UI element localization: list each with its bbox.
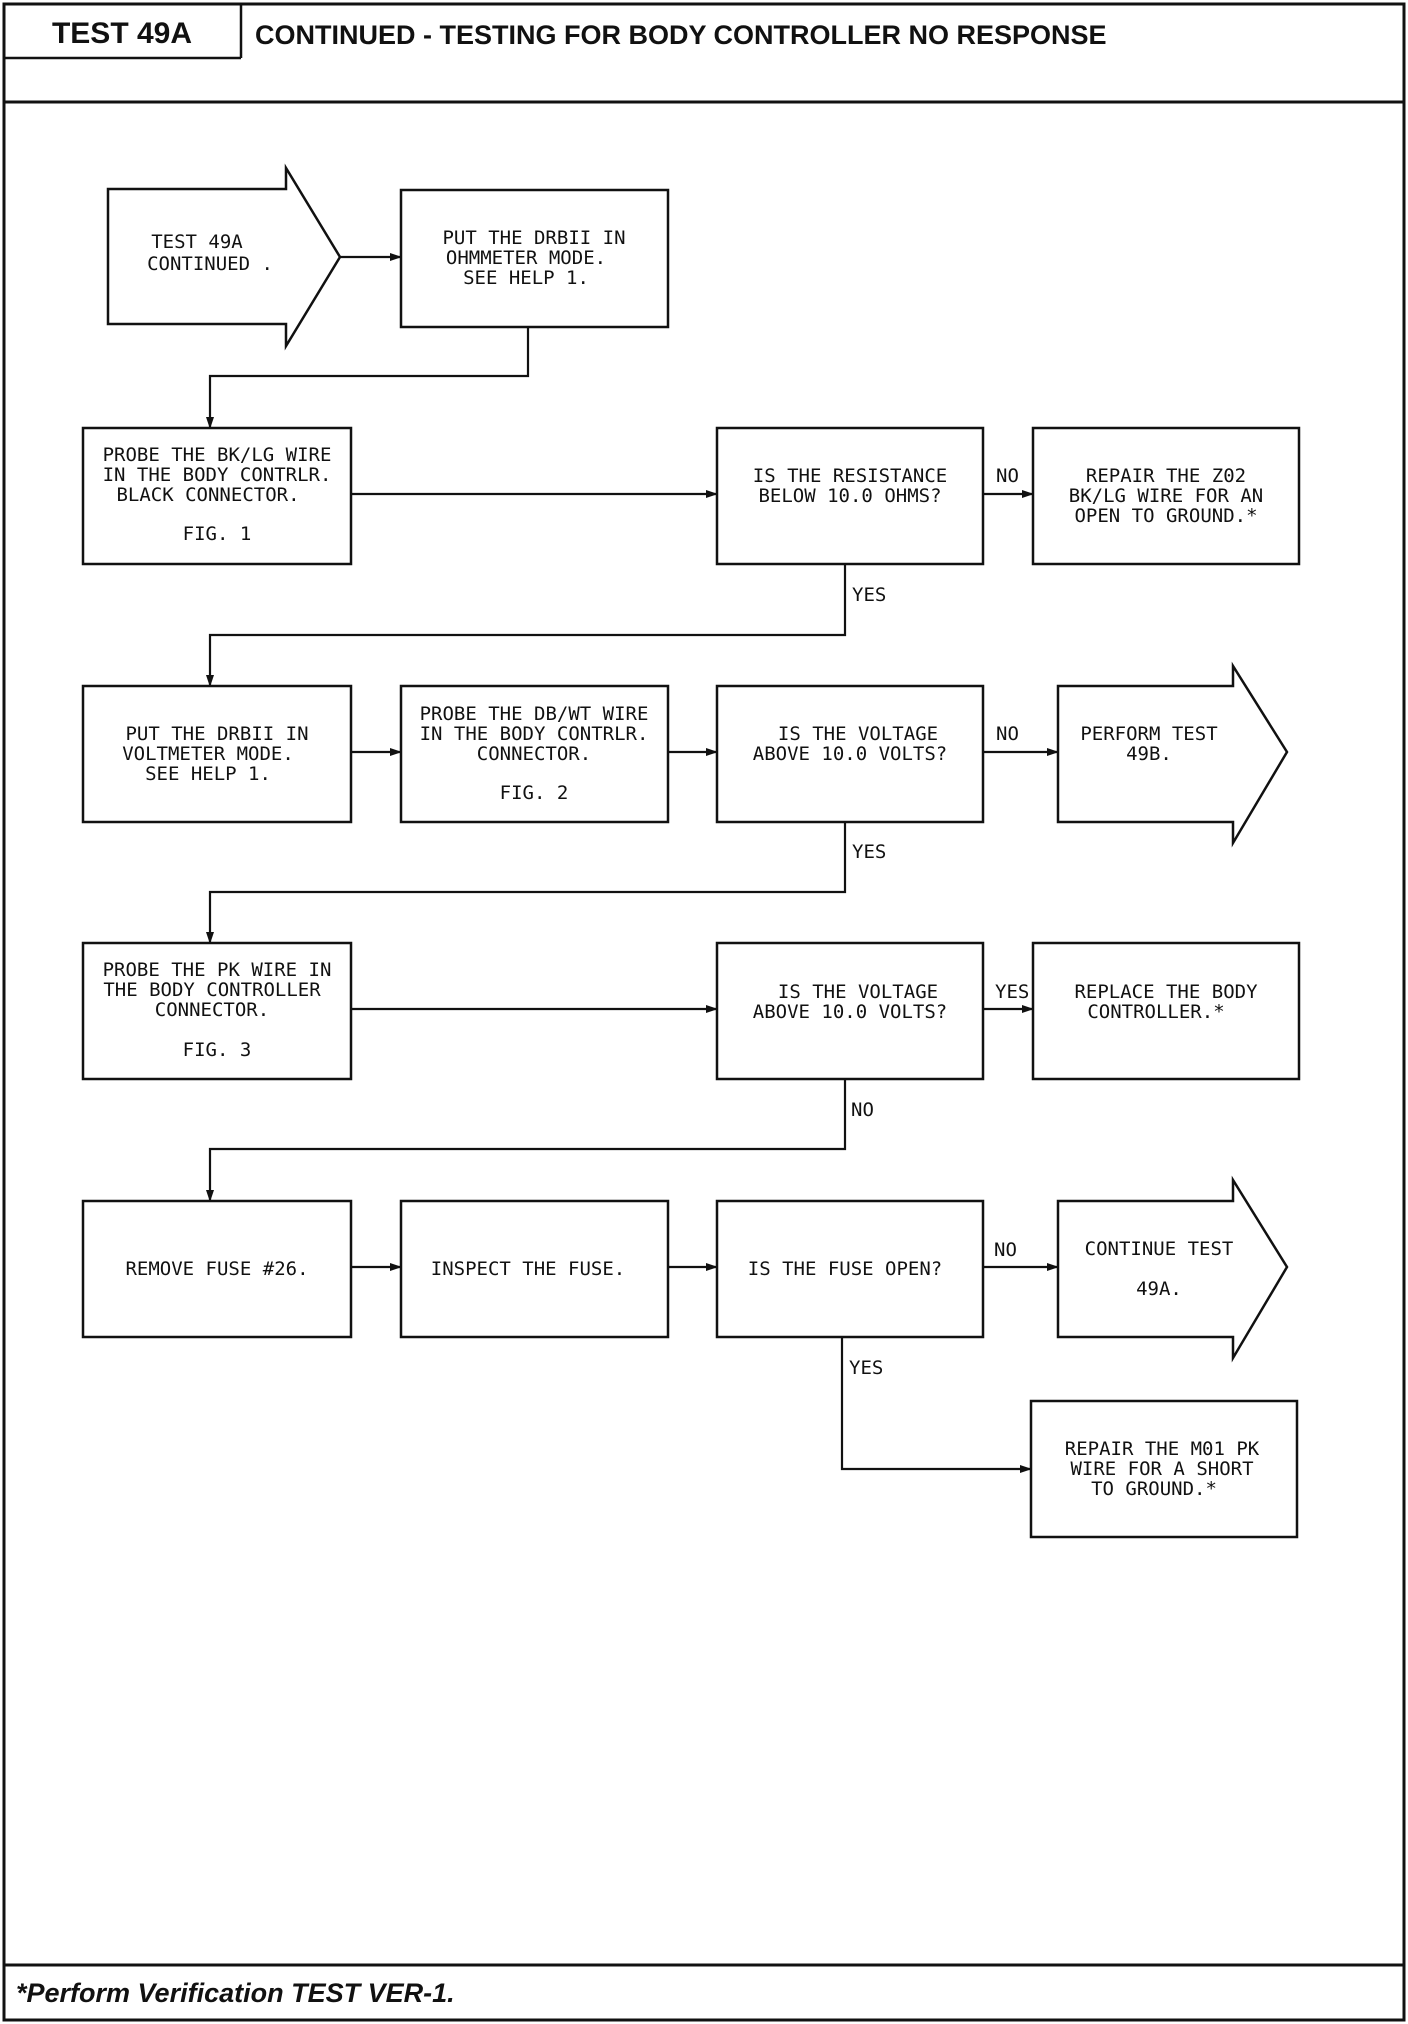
verification-note: *Perform Verification TEST VER-1. xyxy=(16,1978,455,2008)
connector-fuse-yes xyxy=(840,1337,1032,1473)
replace-controller-line-2: CONTROLLER.* xyxy=(1087,1001,1224,1023)
probe-dbwt-line-2: IN THE BODY CONTRLR. xyxy=(420,723,649,745)
connector-voltage-2-no xyxy=(206,1079,847,1202)
replace-controller-line-1: REPLACE THE BODY xyxy=(1074,981,1258,1003)
probe-bklg-line-2: IN THE BODY CONTRLR. xyxy=(103,464,332,486)
repair-z02-box: REPAIR THE Z02 BK/LG WIRE FOR AN OPEN TO… xyxy=(1031,426,1301,566)
label-no-voltage-1: NO xyxy=(996,723,1019,745)
start-line-2: CONTINUED . xyxy=(147,253,273,275)
repair-m01-box: REPAIR THE M01 PK WIRE FOR A SHORT TO GR… xyxy=(1029,1399,1299,1539)
repair-m01-line-1: REPAIR THE M01 PK xyxy=(1065,1438,1260,1460)
fuse-open-text: IS THE FUSE OPEN? xyxy=(748,1258,942,1280)
label-yes-voltage-1: YES xyxy=(852,841,886,863)
label-no-resistance: NO xyxy=(996,465,1019,487)
voltmeter-line-2: VOLTMETER MODE. xyxy=(122,743,294,765)
voltage-1-line-2: ABOVE 10.0 VOLTS? xyxy=(753,743,947,765)
test-id-label: TEST 49A xyxy=(52,17,192,50)
ohmmeter-line-2: OHMMETER MODE. xyxy=(446,247,606,269)
repair-z02-line-3: OPEN TO GROUND.* xyxy=(1074,505,1257,527)
start-line-1: TEST 49A xyxy=(151,231,243,253)
probe-dbwt-box: PROBE THE DB/WT WIRE IN THE BODY CONTRLR… xyxy=(399,684,670,824)
probe-dbwt-line-3: CONNECTOR. xyxy=(477,743,591,765)
label-no-voltage-2: NO xyxy=(851,1099,874,1121)
connector-resistance-yes xyxy=(206,564,847,687)
continue-49a-line-2: 49A. xyxy=(1136,1278,1182,1300)
connector-voltage-1-yes xyxy=(206,822,847,944)
replace-controller-box: REPLACE THE BODY CONTROLLER.* xyxy=(1031,941,1301,1081)
probe-pk-fig: FIG. 3 xyxy=(183,1039,252,1061)
ohmmeter-line-3: SEE HELP 1. xyxy=(463,267,589,289)
continue-49a-arrow-shape: CONTINUE TEST 49A. xyxy=(1056,1175,1289,1363)
perform-49b-line-2: 49B. xyxy=(1126,743,1172,765)
fuse-open-question-box: IS THE FUSE OPEN? xyxy=(715,1199,985,1339)
perform-49b-line-1: PERFORM TEST xyxy=(1080,723,1217,745)
ohmmeter-mode-box: PUT THE DRBII IN OHMMETER MODE. SEE HELP… xyxy=(399,188,670,329)
probe-pk-box: PROBE THE PK WIRE IN THE BODY CONTROLLER… xyxy=(81,941,353,1081)
voltage-2-line-2: ABOVE 10.0 VOLTS? xyxy=(753,1001,947,1023)
repair-z02-line-1: REPAIR THE Z02 xyxy=(1086,465,1246,487)
probe-dbwt-line-1: PROBE THE DB/WT WIRE xyxy=(420,703,649,725)
voltage-1-line-1: IS THE VOLTAGE xyxy=(778,723,938,745)
header-title: CONTINUED - TESTING FOR BODY CONTROLLER … xyxy=(255,20,1107,50)
probe-bklg-box: PROBE THE BK/LG WIRE IN THE BODY CONTRLR… xyxy=(81,426,353,566)
repair-m01-line-2: WIRE FOR A SHORT xyxy=(1070,1458,1253,1480)
continue-49a-line-1: CONTINUE TEST xyxy=(1085,1238,1234,1260)
voltmeter-line-3: SEE HELP 1. xyxy=(145,763,271,785)
ohmmeter-line-1: PUT THE DRBII IN xyxy=(442,227,625,249)
voltmeter-mode-box: PUT THE DRBII IN VOLTMETER MODE. SEE HEL… xyxy=(81,684,353,824)
voltage-question-1-box: IS THE VOLTAGE ABOVE 10.0 VOLTS? xyxy=(715,684,985,824)
voltage-question-2-box: IS THE VOLTAGE ABOVE 10.0 VOLTS? xyxy=(715,941,985,1081)
resistance-question-box: IS THE RESISTANCE BELOW 10.0 OHMS? xyxy=(715,426,985,566)
remove-fuse-text: REMOVE FUSE #26. xyxy=(125,1258,308,1280)
probe-bklg-fig: FIG. 1 xyxy=(183,523,252,545)
label-yes-voltage-2: YES xyxy=(995,981,1029,1003)
probe-pk-line-2: THE BODY CONTROLLER xyxy=(103,979,321,1001)
voltage-2-line-1: IS THE VOLTAGE xyxy=(778,981,938,1003)
probe-bklg-line-3: BLACK CONNECTOR. xyxy=(116,484,299,506)
probe-bklg-line-1: PROBE THE BK/LG WIRE xyxy=(103,444,332,466)
probe-pk-line-3: CONNECTOR. xyxy=(155,999,269,1021)
resistance-line-2: BELOW 10.0 OHMS? xyxy=(758,485,941,507)
label-no-fuse: NO xyxy=(994,1239,1017,1261)
probe-dbwt-fig: FIG. 2 xyxy=(500,782,569,804)
start-arrow-shape: TEST 49A CONTINUED . xyxy=(106,163,342,351)
voltmeter-line-1: PUT THE DRBII IN xyxy=(125,723,308,745)
perform-49b-arrow-shape: PERFORM TEST 49B. xyxy=(1056,661,1289,848)
remove-fuse-box: REMOVE FUSE #26. xyxy=(81,1199,353,1339)
label-yes-fuse: YES xyxy=(849,1357,883,1379)
connector-ohm-to-probe-bklg xyxy=(206,327,530,429)
inspect-fuse-text: INSPECT THE FUSE. xyxy=(431,1258,625,1280)
resistance-line-1: IS THE RESISTANCE xyxy=(753,465,947,487)
label-yes-resistance: YES xyxy=(852,584,886,606)
inspect-fuse-box: INSPECT THE FUSE. xyxy=(399,1199,670,1339)
repair-z02-line-2: BK/LG WIRE FOR AN xyxy=(1069,485,1263,507)
probe-pk-line-1: PROBE THE PK WIRE IN xyxy=(103,959,332,981)
repair-m01-line-3: TO GROUND.* xyxy=(1091,1478,1217,1500)
